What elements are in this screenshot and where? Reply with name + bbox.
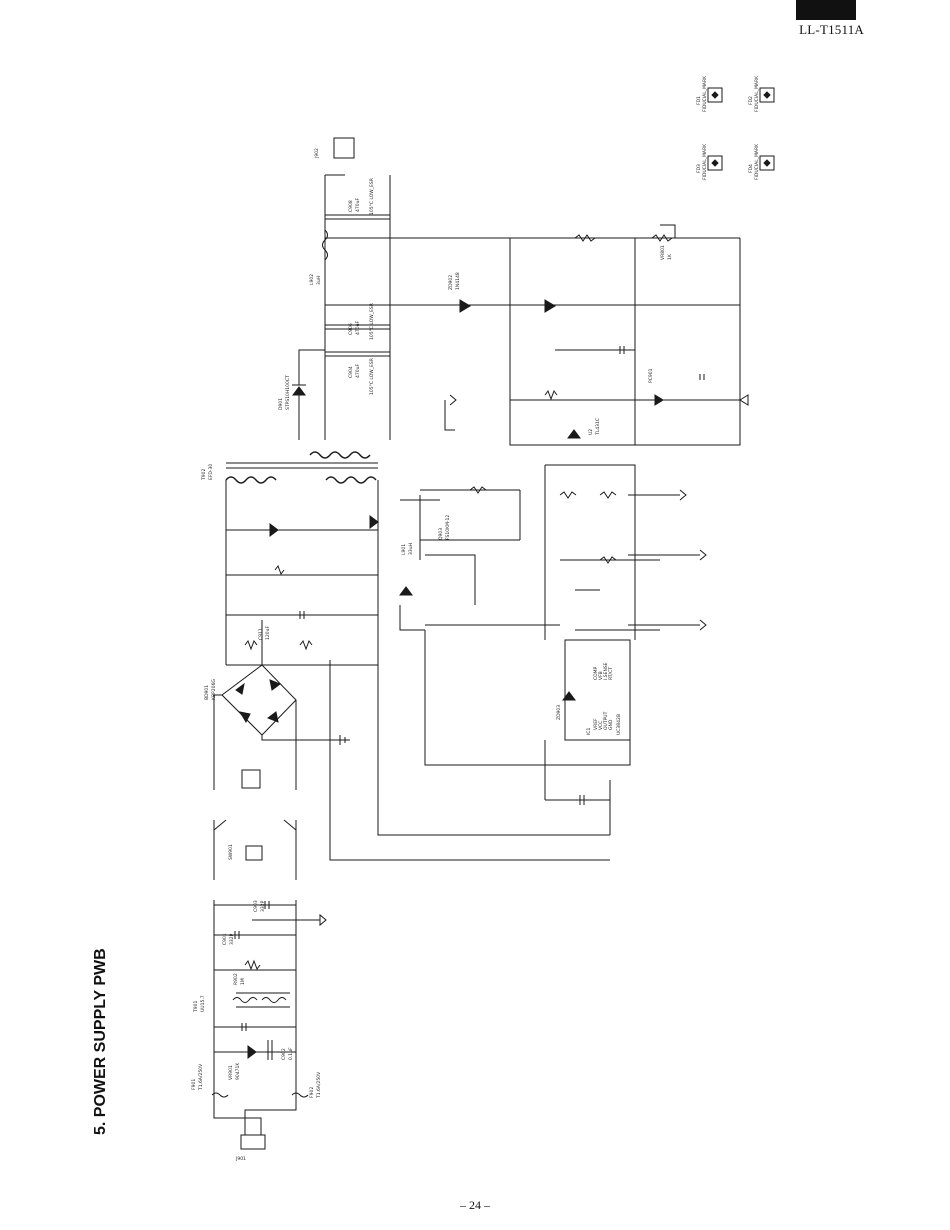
ic1-pin-output: OUTPUT: [603, 711, 609, 730]
fd4-label: FD4: [748, 164, 754, 173]
fd2-note: FIDUCIAL_MARK: [754, 75, 760, 112]
fd3-note: FIDUCIAL_MARK: [702, 143, 708, 180]
t901-value: UU15.7: [200, 995, 206, 1012]
model-number: LL-T1511A: [799, 22, 864, 37]
c903-label: C903: [253, 900, 259, 912]
c906-label: C906: [348, 323, 354, 335]
primary-section: C911 120uF T902 EFD-30: [201, 451, 610, 861]
feedback-network: ZD902 1N4148 U2 TL431C PC901 VR801 1K: [444, 224, 749, 446]
j901-label: J901: [235, 1156, 246, 1162]
switch-label: SW901: [228, 844, 234, 860]
fd3-label: FD3: [696, 164, 702, 173]
ic1-pin-vcc: VCC: [598, 721, 604, 730]
u2-value: TL431C: [595, 418, 601, 436]
j902-label: J902: [314, 148, 320, 159]
zd902-label: ZD902: [448, 275, 454, 290]
f901-label: F901: [191, 1079, 197, 1090]
c902-value: 0.1uF: [288, 1047, 294, 1060]
t902-label: T902: [201, 469, 207, 481]
c904-label: C904: [348, 366, 354, 378]
control-section: Q903 FS10KM-12 L901 33uH IC1 UC3842B VRE…: [399, 464, 707, 835]
l902-value: 3uH: [316, 276, 322, 285]
t902-value: EFD-30: [208, 464, 214, 480]
vr901-label: VR901: [228, 1065, 234, 1080]
j901-connector: [240, 1134, 266, 1150]
bridge-rectifier: BD901 KBP206G: [204, 620, 350, 745]
l902-label: L902: [309, 274, 315, 285]
ic1-uc3842b: [564, 639, 631, 741]
c902-label: C902: [281, 1048, 287, 1060]
vr901-value: 90471K: [235, 1062, 241, 1080]
c911-label: C911: [258, 628, 264, 640]
j902-connector: [333, 137, 355, 159]
f902-value: T1.6A/250V: [316, 1071, 322, 1099]
c906-note: 105°C LOW_ESR: [369, 303, 375, 340]
ic1-pin-rtct: RT/CT: [608, 667, 614, 680]
c903-value: 332P: [260, 900, 266, 912]
c901-label: C901: [222, 933, 228, 945]
ic1-pin-gnd: GND: [608, 719, 614, 730]
ac-input-section: J901 F901 T1.6A/250V F902 T1.6A/250V VR9…: [191, 740, 327, 1162]
q903-value: FS10KM-12: [445, 515, 451, 540]
q903-label: Q903: [438, 528, 444, 540]
c908-note: 105°C LOW_ESR: [369, 178, 375, 215]
zd902-value: 1N4148: [455, 272, 461, 290]
c911-value: 120uF: [265, 626, 271, 640]
u2-label: U2: [588, 429, 594, 435]
c904-value: 470uF: [355, 364, 361, 378]
vr801-value: 1K: [667, 253, 673, 260]
ic1-pin-comp: COMP: [593, 666, 599, 680]
pc901-label: PC901: [648, 368, 654, 383]
fiducial-marks: FD1 FIDUCIAL_MARK FD2 FIDUCIAL_MARK FD3 …: [696, 75, 775, 180]
l901-label: L901: [401, 544, 407, 555]
vr801-label: VR801: [660, 245, 666, 260]
ic1-value: UC3842B: [616, 714, 622, 735]
fd1-note: FIDUCIAL_MARK: [702, 75, 708, 112]
c906-value: 470uF: [355, 321, 361, 335]
secondary-output: J902 D901 STPS10H100CT C904 470uF 105°C …: [278, 137, 740, 440]
c901-value: 332P: [229, 933, 235, 945]
fd2-label: FD2: [748, 96, 754, 105]
t901-label: T901: [193, 1001, 199, 1013]
ic1-pin-isense: I.SENSE: [603, 662, 609, 680]
f902-label: F902: [309, 1087, 315, 1098]
c904-note: 105°C LOW_ESR: [369, 358, 375, 395]
r902-value: 1M: [240, 978, 246, 985]
c908-value: 470uF: [355, 198, 361, 212]
bd901-label: BD901: [204, 685, 210, 700]
d901-label: D901: [278, 398, 284, 410]
c908-label: C908: [348, 200, 354, 212]
ic1-pin-vref: VREF: [593, 718, 599, 730]
bd901-value: KBP206G: [211, 679, 217, 700]
header-black-tab: [796, 0, 856, 20]
page-number: – 24 –: [460, 1198, 490, 1212]
ic1-label: IC1: [586, 728, 592, 735]
r902-label: R902: [233, 973, 239, 985]
f901-value: T1.6A/250V: [198, 1063, 204, 1091]
zd903-label: ZD903: [556, 705, 562, 720]
fd4-note: FIDUCIAL_MARK: [754, 143, 760, 180]
fd1-label: FD1: [696, 96, 702, 105]
ic1-pin-vfb: VFB: [598, 671, 604, 680]
d901-value: STPS10H100CT: [285, 375, 291, 410]
l901-value: 33uH: [408, 543, 414, 555]
